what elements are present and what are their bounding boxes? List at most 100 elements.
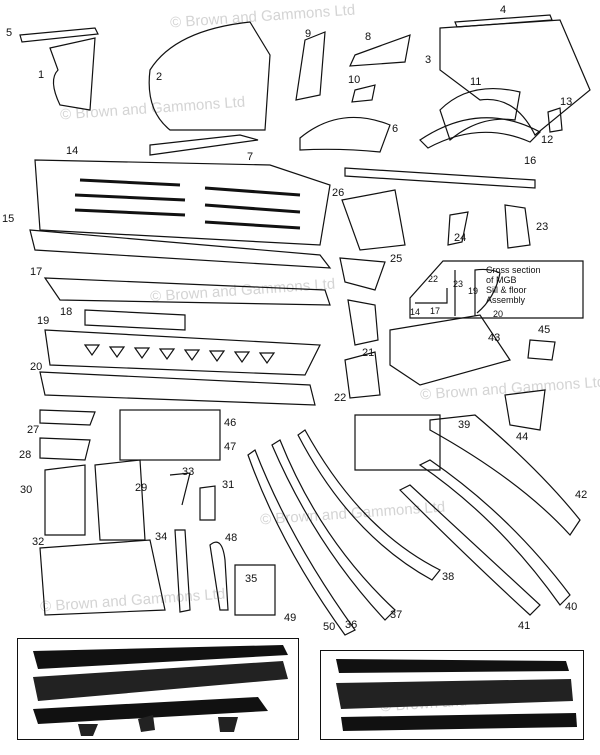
part-number: 45: [538, 324, 551, 336]
caption-line: Sill & floor: [486, 285, 527, 295]
part-number: 1: [38, 69, 45, 81]
part-11-inner-wing: [439, 87, 521, 142]
caption-line: Assembly: [486, 295, 526, 305]
part-number: 48: [225, 532, 238, 544]
part-number: 23: [536, 221, 549, 233]
part-number: 25: [390, 253, 403, 265]
part-5-strip: [19, 27, 99, 43]
kit-box-49: [17, 638, 299, 740]
part-10-bracket: [351, 84, 376, 103]
part-number: 41: [518, 620, 531, 632]
part-number: 35: [245, 573, 258, 585]
part-number: 33: [182, 466, 195, 478]
part-6-wheel-arch: [299, 116, 391, 153]
cross-section-number: 14: [410, 307, 421, 317]
part-18-strip: [84, 309, 186, 331]
part-31-bracket: [199, 485, 216, 521]
part-number: 4: [500, 4, 507, 16]
cross-section-number: 23: [453, 279, 464, 289]
cross-section-caption: Cross section of MGB Sill & floor Assemb…: [486, 265, 541, 305]
part-50-drawing: [336, 659, 577, 731]
caption-line: Cross section: [486, 265, 541, 275]
part-number: 39: [458, 419, 471, 431]
part-number: 29: [135, 482, 148, 494]
part-20-sill: [39, 371, 316, 406]
part-26-bracket: [341, 189, 406, 251]
part-number: 15: [2, 213, 15, 225]
part-number: 5: [6, 27, 13, 39]
part-37-panel: [271, 439, 396, 621]
part-number: 49: [284, 612, 297, 624]
part-29-panel: [94, 459, 146, 541]
part-number: 24: [454, 232, 467, 244]
part-35-fixings: [234, 564, 276, 616]
part-44-bracket: [504, 389, 546, 431]
part-46-47-box: [119, 409, 221, 461]
part-32-panel: [39, 539, 166, 616]
part-24-bracket: [447, 211, 469, 246]
part-number: 36: [345, 619, 358, 631]
part-number: 20: [30, 361, 43, 373]
cross-section-number: 20: [493, 309, 504, 319]
part-number: 17: [30, 266, 43, 278]
caption-line: of MGB: [486, 275, 517, 285]
part-number: 43: [488, 332, 501, 344]
part-40-panel: [418, 459, 571, 606]
part-13-bracket: [547, 107, 563, 133]
part-number: 9: [305, 28, 312, 40]
part-number: 14: [66, 145, 79, 157]
part-21-bracket: [347, 299, 379, 346]
part-number: 50: [323, 621, 336, 633]
part-23-bracket: [504, 204, 531, 249]
part-41-panel: [398, 484, 541, 616]
cross-section-number: 17: [430, 306, 441, 316]
part-number: 46: [224, 417, 237, 429]
part-number: 10: [348, 74, 361, 86]
part-number: 27: [27, 424, 40, 436]
cross-section-inset: [409, 260, 584, 319]
part-48-strip: [209, 541, 229, 611]
part-number: 8: [365, 31, 372, 43]
part-22-bracket: [344, 351, 381, 399]
part-16-rail: [344, 167, 536, 189]
part-number: 18: [60, 306, 73, 318]
part-36-panel: [247, 449, 356, 636]
part-number: 30: [20, 484, 33, 496]
part-14-floor: [34, 159, 331, 246]
part-8-panel: [349, 34, 411, 67]
part-19-sill: [44, 329, 321, 376]
part-number: 11: [470, 76, 482, 88]
part-42-panel: [429, 414, 581, 536]
part-43-floor: [389, 314, 511, 386]
part-39-fixings: [354, 414, 441, 471]
part-number: 47: [224, 441, 237, 453]
part-45-bracket: [527, 339, 556, 361]
part-7-sill: [149, 134, 259, 156]
part-30-panel: [44, 464, 86, 536]
part-4-strip: [454, 14, 553, 28]
part-number: 38: [442, 571, 455, 583]
kit-box-50: [320, 650, 584, 740]
part-number: 7: [247, 151, 254, 163]
part-28-panel: [39, 437, 91, 461]
part-number: 3: [425, 54, 432, 66]
part-number: 37: [390, 609, 403, 621]
part-number: 40: [565, 601, 578, 613]
part-number: 12: [541, 134, 554, 146]
part-number: 26: [332, 187, 345, 199]
part-number: 28: [19, 449, 32, 461]
part-number: 44: [516, 431, 529, 443]
part-number: 31: [222, 479, 235, 491]
part-34-strip: [174, 529, 191, 613]
part-number: 13: [560, 96, 573, 108]
part-38-panel: [297, 429, 441, 581]
part-number: 6: [392, 123, 399, 135]
part-49-drawing: [33, 645, 288, 736]
part-15-sill: [29, 229, 332, 269]
part-number: 34: [155, 531, 168, 543]
part-25-bracket: [339, 257, 386, 291]
part-number: 32: [32, 536, 45, 548]
part-33-bracket: [169, 472, 191, 506]
